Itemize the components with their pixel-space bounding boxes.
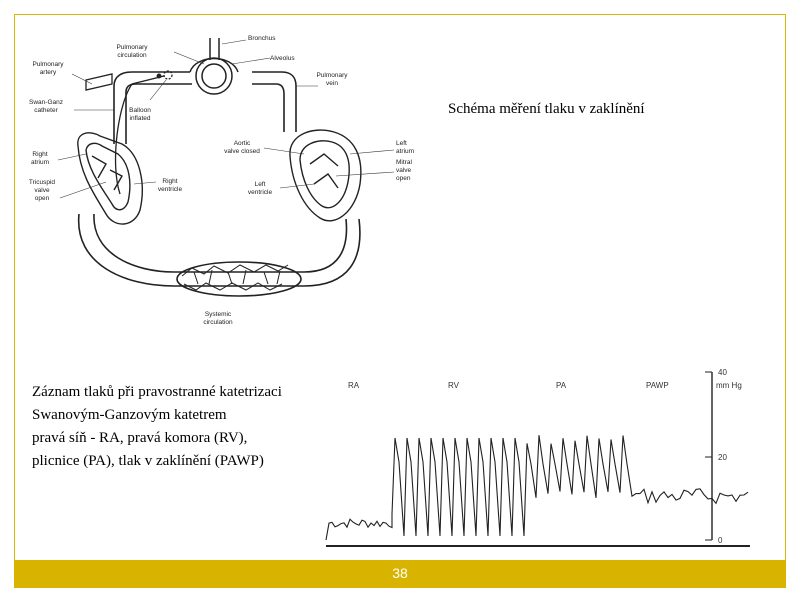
- label-pulmonary-vein-1: Pulmonary: [316, 72, 348, 79]
- label-pulmonary-vein-2: vein: [326, 80, 338, 87]
- caption-line: Swanovým-Ganzovým katetrem: [32, 407, 227, 423]
- label-mitral-3: open: [396, 175, 411, 182]
- label-balloon-1: Balloon: [129, 107, 151, 114]
- label-tricuspid-2: valve: [34, 187, 50, 194]
- caption-line: Záznam tlaků při pravostranné katetrizac…: [32, 384, 282, 400]
- label-pulmonary-circulation-2: circulation: [117, 52, 147, 59]
- label-tricuspid-3: open: [35, 195, 50, 202]
- phase-label-pa: PA: [556, 381, 567, 390]
- axis-unit-label: mm Hg: [716, 381, 742, 390]
- phase-label-ra: RA: [348, 381, 360, 390]
- axis-tick-label-0: 0: [718, 536, 723, 545]
- label-left-ventricle-1: Left: [255, 181, 266, 188]
- label-left-atrium-2: atrium: [396, 148, 414, 155]
- label-swan-ganz-2: catheter: [34, 107, 58, 114]
- page-number: 38: [392, 565, 408, 581]
- label-aortic-valve-2: valve closed: [224, 148, 260, 155]
- label-bronchus: Bronchus: [248, 35, 276, 42]
- label-systemic-2: circulation: [203, 319, 233, 326]
- alveolus-bronchus: [189, 38, 239, 95]
- label-pulmonary-artery-1: Pulmonary: [32, 61, 64, 68]
- label-right-atrium-1: Right: [32, 151, 47, 158]
- pressure-waveform: [325, 435, 749, 541]
- label-tricuspid-1: Tricuspid: [29, 179, 56, 186]
- label-systemic-1: Systemic: [205, 311, 232, 318]
- circulation-diagram: Bronchus Pulmonary circulation Alveolus …: [29, 35, 414, 326]
- label-mitral-2: valve: [396, 167, 412, 174]
- label-pulmonary-artery-2: artery: [40, 69, 57, 76]
- right-heart: [77, 132, 143, 225]
- label-swan-ganz-1: Swan-Ganz: [29, 99, 63, 106]
- label-right-atrium-2: atrium: [31, 159, 49, 166]
- caption-pressure-record: Záznam tlaků při pravostranné katetrizac…: [32, 381, 332, 473]
- slide-frame: [14, 14, 786, 588]
- label-balloon-2: inflated: [130, 115, 151, 122]
- systemic-capillary-bed: [176, 261, 302, 297]
- axis-tick-label-40: 40: [718, 368, 727, 377]
- label-aortic-valve-1: Aortic: [234, 140, 251, 147]
- axis-tick-label-20: 20: [718, 453, 727, 462]
- phase-label-pawp: PAWP: [646, 381, 669, 390]
- caption-line: plicnice (PA), tlak v zaklínění (PAWP): [32, 453, 264, 469]
- label-alveolus: Alveolus: [270, 55, 295, 62]
- label-left-ventricle-2: ventricle: [248, 189, 273, 196]
- phase-label-rv: RV: [448, 381, 460, 390]
- label-pulmonary-circulation-1: Pulmonary: [116, 44, 148, 51]
- caption-line: pravá síň - RA, pravá komora (RV),: [32, 430, 248, 446]
- caption-wedge-pressure: Schéma měření tlaku v zaklínění: [448, 101, 645, 117]
- catheter: [85, 70, 173, 195]
- circulation-vessels: [77, 71, 361, 287]
- footer-bar: 38: [14, 560, 786, 588]
- pressure-trace: RA RV PA PAWP 40 mm Hg 20 0 B: [325, 368, 750, 547]
- left-heart: [289, 129, 362, 222]
- label-right-ventricle-2: ventricle: [158, 186, 183, 193]
- label-mitral-1: Mitral: [396, 159, 412, 166]
- label-right-ventricle-1: Right: [162, 178, 177, 185]
- leader-lines: [57, 39, 395, 199]
- label-left-atrium-1: Left: [396, 140, 407, 147]
